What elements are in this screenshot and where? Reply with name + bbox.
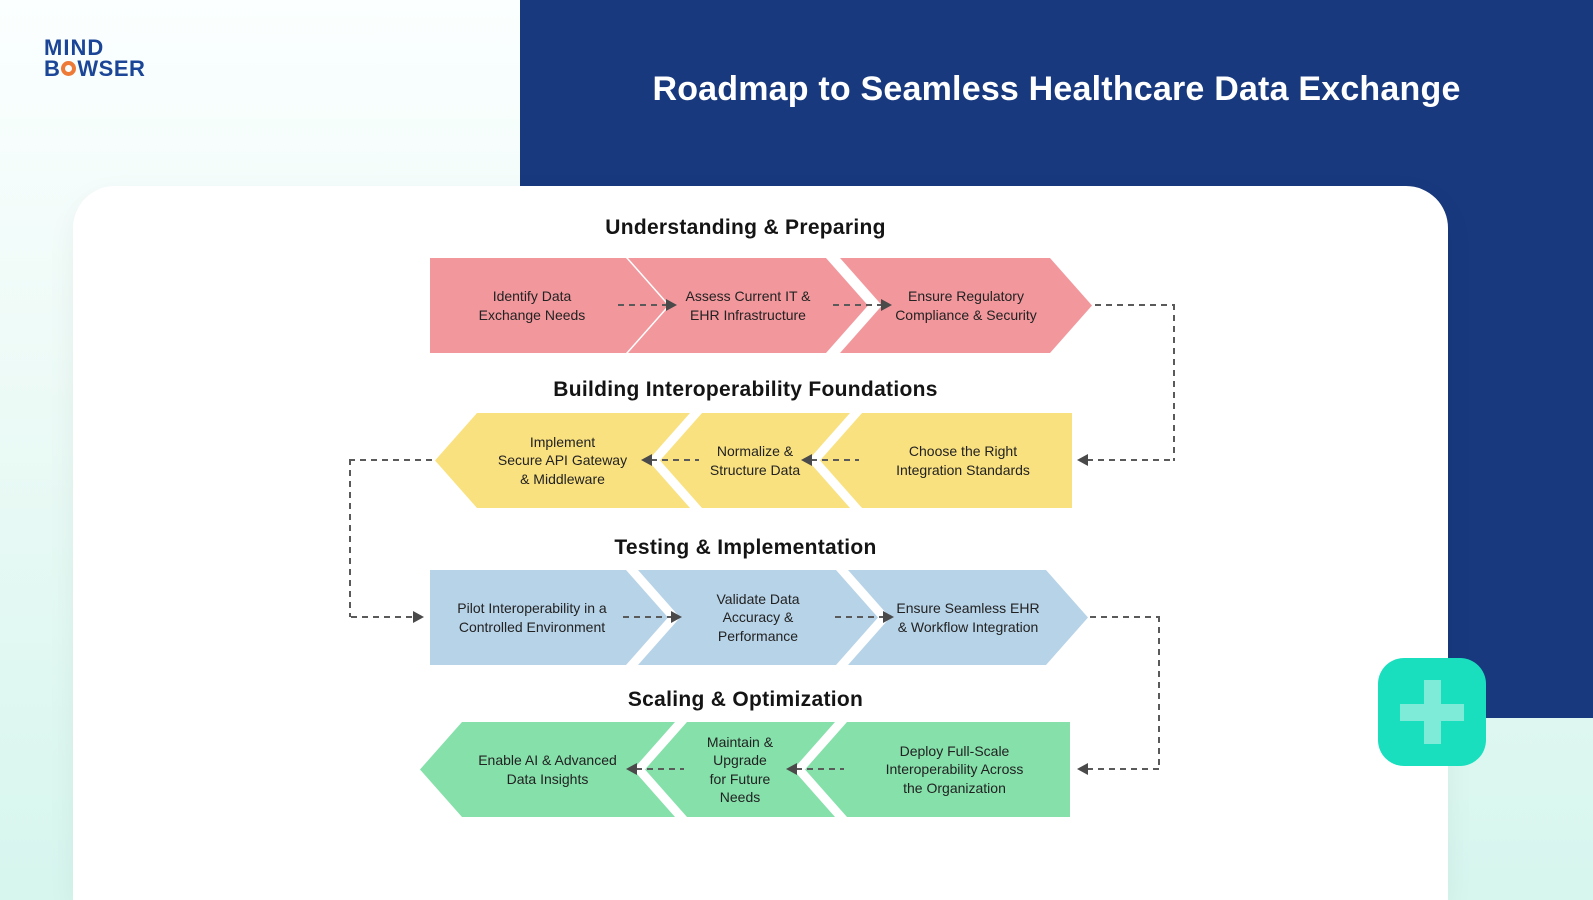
dashed-connector (349, 459, 435, 461)
dashed-connector (1158, 616, 1160, 769)
diagram-card: Understanding & Preparing Identify Data … (73, 186, 1448, 900)
phase-4-title: Scaling & Optimization (627, 688, 864, 711)
logo-text-b: B (44, 55, 61, 81)
arrowhead-right-icon (881, 299, 892, 311)
phase-1-title: Understanding & Preparing (605, 216, 886, 239)
arrowhead-right-icon (671, 611, 682, 623)
plus-icon (1423, 680, 1441, 744)
orange-ring-icon (61, 60, 77, 76)
dashed-connector (636, 768, 684, 770)
phase-3-step-1: Pilot Interoperability in a Controlled E… (430, 570, 668, 665)
mindbowser-logo: MIND B WSER (44, 35, 146, 81)
dashed-connector (618, 304, 666, 306)
dashed-connector (651, 459, 699, 461)
arrowhead-right-icon (413, 611, 424, 623)
arrowhead-right-icon (666, 299, 677, 311)
arrowhead-left-icon (1077, 763, 1088, 775)
dashed-connector (351, 616, 413, 618)
logo-text-mind: MIND (44, 35, 105, 60)
phase-2-title: Building Interoperability Foundations (553, 378, 938, 401)
dashed-connector (623, 616, 671, 618)
page-title: Roadmap to Seamless Healthcare Data Exch… (652, 70, 1461, 108)
arrowhead-left-icon (1077, 454, 1088, 466)
dashed-connector (349, 459, 351, 617)
phase-1-step-1: Identify Data Exchange Needs (430, 258, 668, 353)
dashed-connector (835, 616, 883, 618)
arrowhead-right-icon (883, 611, 894, 623)
arrowhead-left-icon (626, 763, 637, 775)
dashed-connector (1087, 459, 1173, 461)
dashed-connector (833, 304, 881, 306)
dashed-connector (811, 459, 859, 461)
dashed-connector (1090, 616, 1160, 618)
dashed-connector (1173, 304, 1175, 461)
phase-3-title: Testing & Implementation (614, 536, 877, 559)
plus-button[interactable] (1378, 658, 1486, 766)
arrowhead-left-icon (641, 454, 652, 466)
phase-4-step-3: Deploy Full-Scale Interoperability Acros… (805, 722, 1070, 817)
logo-text-bowser: B WSER (44, 55, 146, 81)
logo-text-wser: WSER (77, 55, 146, 81)
arrowhead-left-icon (801, 454, 812, 466)
arrowhead-left-icon (786, 763, 797, 775)
phase-2-step-3: Choose the Right Integration Standards (820, 413, 1072, 508)
dashed-connector (1087, 768, 1160, 770)
dashed-connector (796, 768, 844, 770)
dashed-connector (1095, 304, 1175, 306)
